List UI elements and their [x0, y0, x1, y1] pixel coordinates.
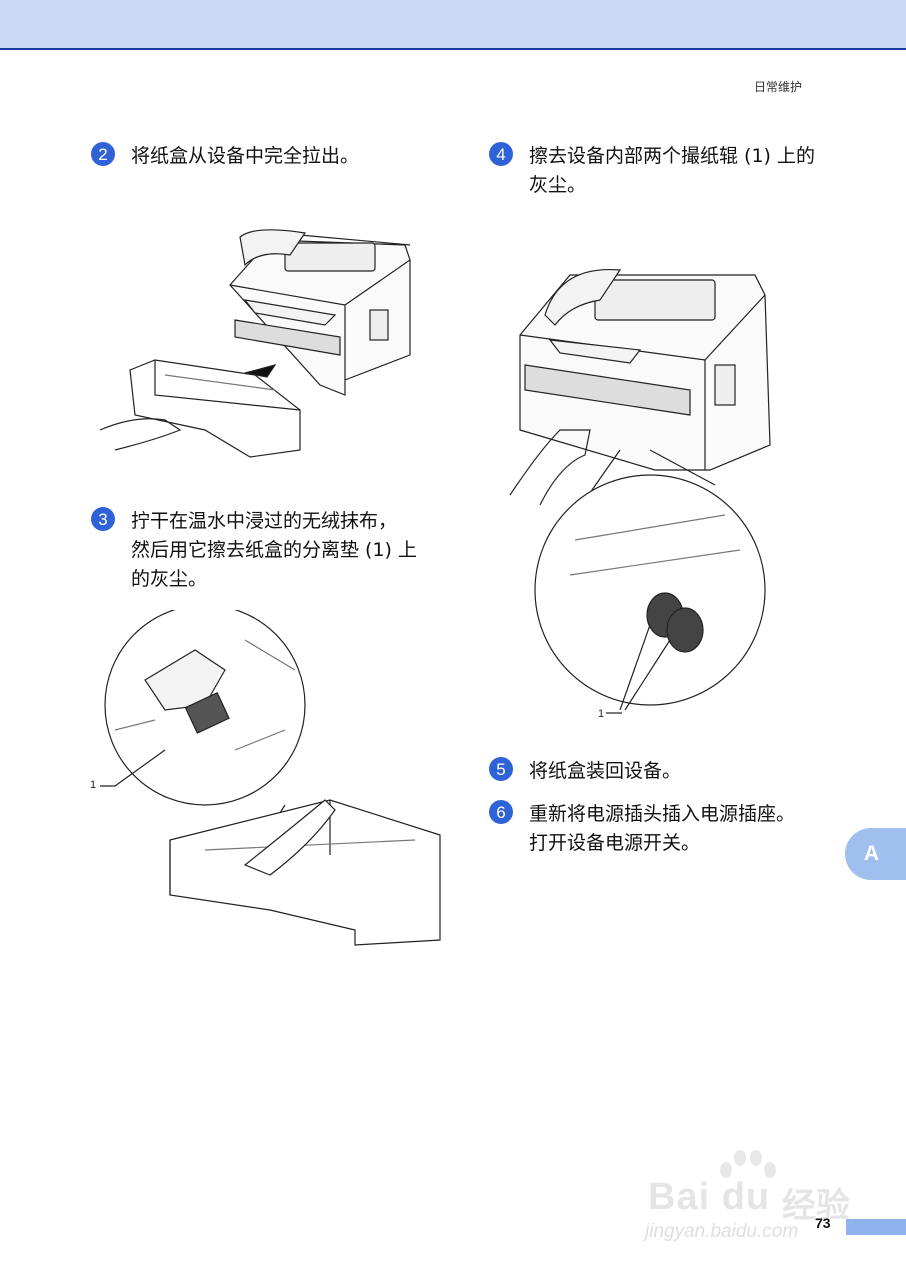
step-number-badge: 2 — [91, 142, 115, 166]
appendix-tab[interactable]: A — [845, 828, 906, 880]
step-text: 重新将电源插头插入电源插座。 打开设备电源开关。 — [529, 800, 795, 858]
pickup-roller-illustration: 1 — [500, 245, 800, 725]
watermark-brand: Bai du — [648, 1176, 771, 1218]
step-number-badge: 3 — [91, 507, 115, 531]
step-line: 打开设备电源开关。 — [529, 832, 701, 854]
callout-label: 1 — [90, 779, 96, 791]
watermark-url: jingyan.baidu.com — [645, 1221, 799, 1242]
step-number-badge: 4 — [489, 142, 513, 166]
step-line: 将纸盒从设备中完全拉出。 — [131, 145, 360, 167]
appendix-tab-label: A — [863, 842, 880, 865]
step-number-badge: 5 — [489, 757, 513, 781]
step-line: 擦去设备内部两个撮纸辊 (1) 上的 — [529, 145, 815, 167]
tray-removal-illustration — [95, 225, 425, 465]
paw-icon — [720, 1150, 776, 1178]
separation-pad-illustration: 1 — [85, 610, 455, 960]
step-line: 将纸盒装回设备。 — [529, 760, 682, 782]
section-label: 日常维护 — [753, 80, 802, 94]
page-number: 73 — [815, 1215, 831, 1231]
callout-label: 1 — [598, 708, 604, 720]
step-line: 重新将电源插头插入电源插座。 — [529, 803, 796, 825]
step-text: 将纸盒装回设备。 — [529, 757, 681, 786]
step-line: 灰尘。 — [529, 174, 587, 196]
baidu-watermark: Bai du 经验 jingyan.baidu.com — [640, 1148, 855, 1248]
top-header-band — [0, 0, 906, 50]
step-number-badge: 6 — [489, 800, 513, 824]
page-number-bar — [846, 1219, 906, 1235]
step-line: 的灰尘。 — [131, 568, 208, 590]
step-text: 擦去设备内部两个撮纸辊 (1) 上的 灰尘。 — [529, 142, 815, 200]
step-text: 将纸盒从设备中完全拉出。 — [131, 142, 359, 171]
watermark-brand-cn: 经验 — [782, 1187, 850, 1225]
step-line: 然后用它擦去纸盒的分离垫 (1) 上 — [131, 539, 417, 561]
step-line: 拧干在温水中浸过的无绒抹布， — [131, 510, 398, 532]
step-text: 拧干在温水中浸过的无绒抹布， 然后用它擦去纸盒的分离垫 (1) 上 的灰尘。 — [131, 507, 417, 594]
